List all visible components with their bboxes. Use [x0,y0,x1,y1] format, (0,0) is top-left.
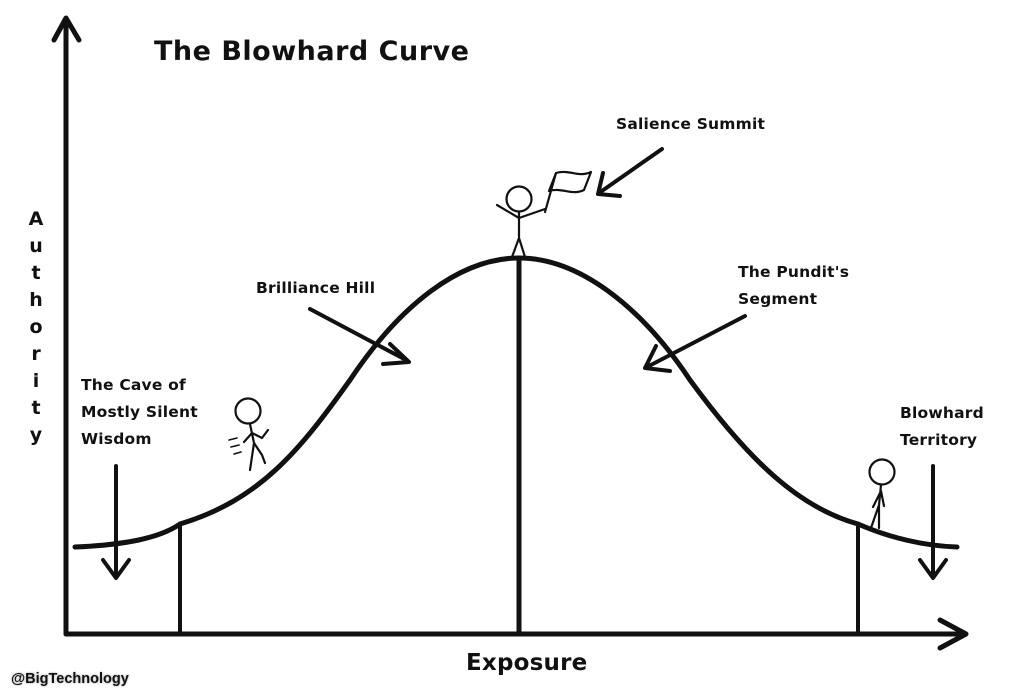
y-axis-label-letter: t [31,397,41,419]
blowhard-territory-label: Blowhard Territory [900,400,984,454]
cave-label: The Cave of Mostly Silent Wisdom [81,372,198,453]
summit-figure-head [505,185,533,213]
y-axis-arrowhead [51,15,82,43]
cave-label-line-1: The Cave of [81,376,186,394]
x-axis-arrowhead [937,617,969,651]
cave-label-line-2: Mostly Silent [81,403,198,421]
flag [543,170,593,214]
walking-stick-figure [228,397,270,472]
cave-label-line-3: Wisdom [81,430,152,448]
y-axis-label-letter: A [28,208,44,230]
y-axis-label-letter: o [29,316,43,338]
y-axis-label-letter: h [29,289,43,311]
pundit-label-line-2: Segment [738,290,818,308]
stander-figure-head [868,458,896,486]
y-axis-label-letter: i [32,370,40,392]
blowhard-label-line-1: Blowhard [900,404,984,422]
brilliance-arrow [308,307,411,366]
y-axis-label-letter: u [29,235,43,257]
diagram-title: The Blowhard Curve [154,36,470,67]
y-axis-label-letter: r [31,343,41,365]
summit-stick-figure [495,185,547,259]
blowhard-label-line-2: Territory [900,431,978,449]
x-axis-label: Exposure [466,650,588,676]
y-axis-label-letter: t [31,262,41,284]
cave-arrow [101,464,131,580]
motion-lines [228,437,242,455]
salience-summit-label: Salience Summit [616,115,766,133]
pundit-arrow [643,314,747,373]
credit-handle: @BigTechnology [11,671,129,687]
summit-arrow [596,147,664,198]
y-axis-label-letter: y [29,424,43,446]
pundit-segment-label: The Pundit's Segment [738,259,849,313]
pundit-label-line-1: The Pundit's [738,263,850,281]
brilliance-hill-label: Brilliance Hill [256,279,376,297]
walker-figure-head [234,397,262,425]
standing-stick-figure [868,458,896,530]
blowhard-arrow [918,464,948,580]
